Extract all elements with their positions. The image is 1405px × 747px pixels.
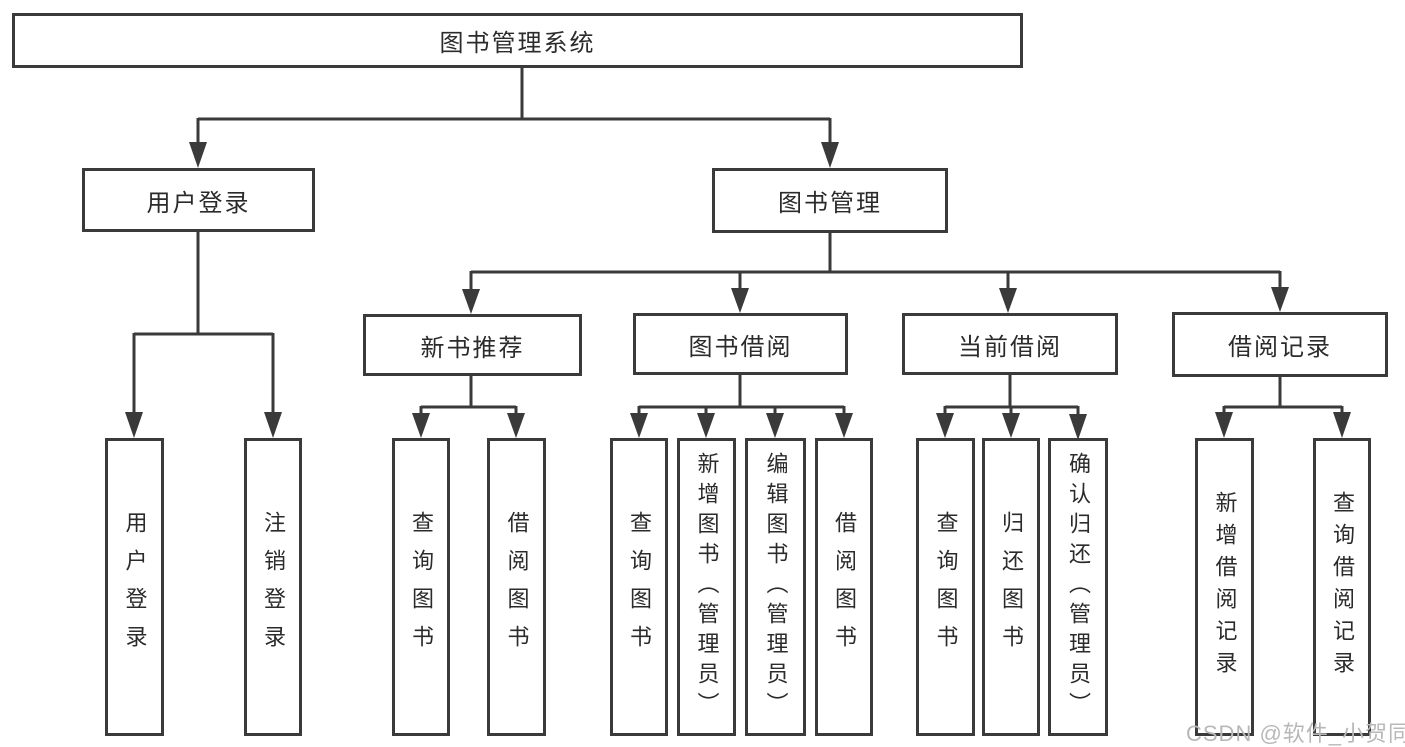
leaf-add-books-admin: 新增图书（管理员） (677, 438, 736, 736)
leaf-query-borrow-record-label: 查询借阅记录 (1330, 491, 1355, 683)
leaf-query-books-current-label: 查询图书 (933, 511, 959, 663)
leaf-query-books-borrow-label: 查询图书 (627, 511, 652, 663)
leaf-user-login-label: 用户登录 (122, 511, 148, 663)
leaf-add-borrow-record: 新增借阅记录 (1195, 438, 1254, 736)
node-root: 图书管理系统 (12, 13, 1023, 68)
node-root-label: 图书管理系统 (439, 30, 596, 57)
leaf-add-borrow-record-label: 新增借阅记录 (1212, 491, 1238, 683)
leaf-return-books: 归还图书 (982, 438, 1040, 736)
leaf-query-books-borrow: 查询图书 (610, 438, 668, 736)
node-current-borrow: 当前借阅 (902, 313, 1118, 375)
leaf-edit-books-admin-label: 编辑图书（管理员） (763, 452, 789, 722)
leaf-query-books-recommend: 查询图书 (392, 438, 450, 736)
leaf-borrow-books: 借阅图书 (815, 438, 873, 736)
leaf-logout-label: 注销登录 (261, 511, 286, 663)
node-user-login: 用户登录 (82, 168, 315, 232)
leaf-query-books-current: 查询图书 (916, 438, 975, 736)
leaf-query-borrow-record: 查询借阅记录 (1313, 438, 1371, 736)
csdn-watermark: CSDN @软件_小贺同学 (1186, 721, 1405, 746)
leaf-borrow-books-label: 借阅图书 (832, 511, 857, 663)
leaf-edit-books-admin: 编辑图书（管理员） (745, 438, 806, 736)
node-book-borrow-label: 图书借阅 (688, 333, 793, 361)
leaf-borrow-books-recommend: 借阅图书 (487, 438, 546, 736)
node-book-management-label: 图书管理 (778, 190, 882, 217)
leaf-add-books-admin-label: 新增图书（管理员） (694, 452, 720, 722)
node-borrow-records-label: 借阅记录 (1228, 334, 1332, 361)
node-book-management: 图书管理 (712, 168, 948, 233)
node-current-borrow-label: 当前借阅 (958, 333, 1062, 361)
leaf-confirm-return-admin: 确认归还（管理员） (1048, 438, 1108, 736)
leaf-borrow-books-recommend-label: 借阅图书 (504, 511, 530, 663)
leaf-logout: 注销登录 (244, 438, 302, 736)
node-borrow-records: 借阅记录 (1172, 312, 1388, 377)
leaf-query-books-recommend-label: 查询图书 (409, 511, 434, 663)
leaf-confirm-return-admin-label: 确认归还（管理员） (1066, 452, 1091, 722)
node-new-book-recommend-label: 新书推荐 (420, 334, 525, 362)
node-new-book-recommend: 新书推荐 (363, 314, 582, 376)
node-book-borrow: 图书借阅 (633, 313, 848, 375)
leaf-user-login: 用户登录 (105, 438, 164, 736)
leaf-return-books-label: 归还图书 (999, 511, 1024, 663)
node-user-login-label: 用户登录 (146, 189, 251, 217)
